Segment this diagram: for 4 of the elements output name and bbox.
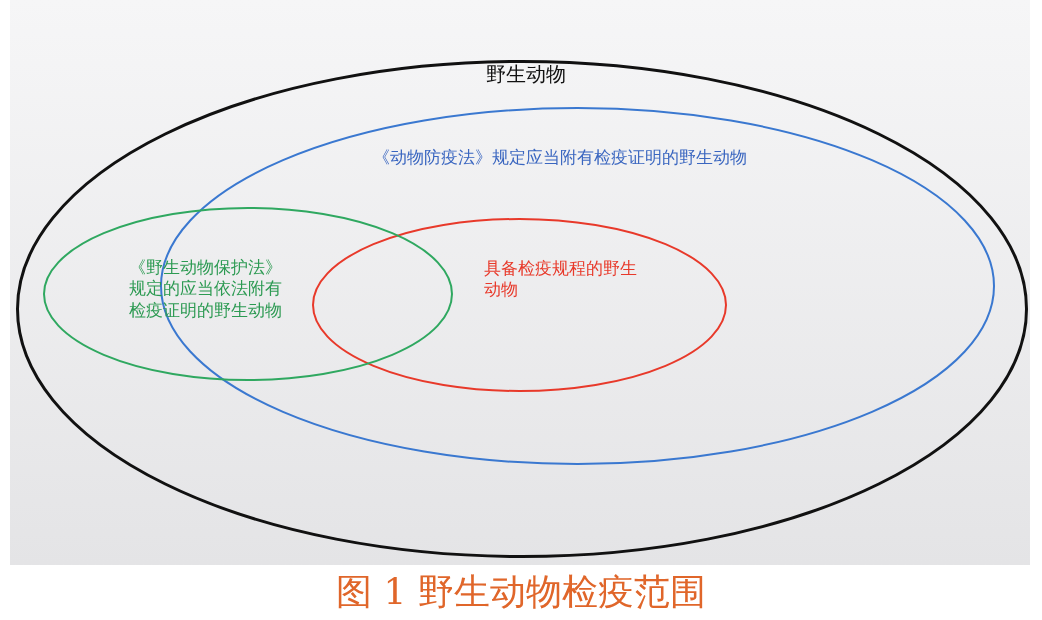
figure-caption: 图 1 野生动物检疫范围	[335, 570, 707, 614]
set-label: 《动物防疫法》规定应当附有检疫证明的野生动物	[372, 147, 748, 169]
set-label: 野生动物	[485, 62, 567, 87]
set-label: 具备检疫规程的野生动物	[484, 258, 638, 301]
